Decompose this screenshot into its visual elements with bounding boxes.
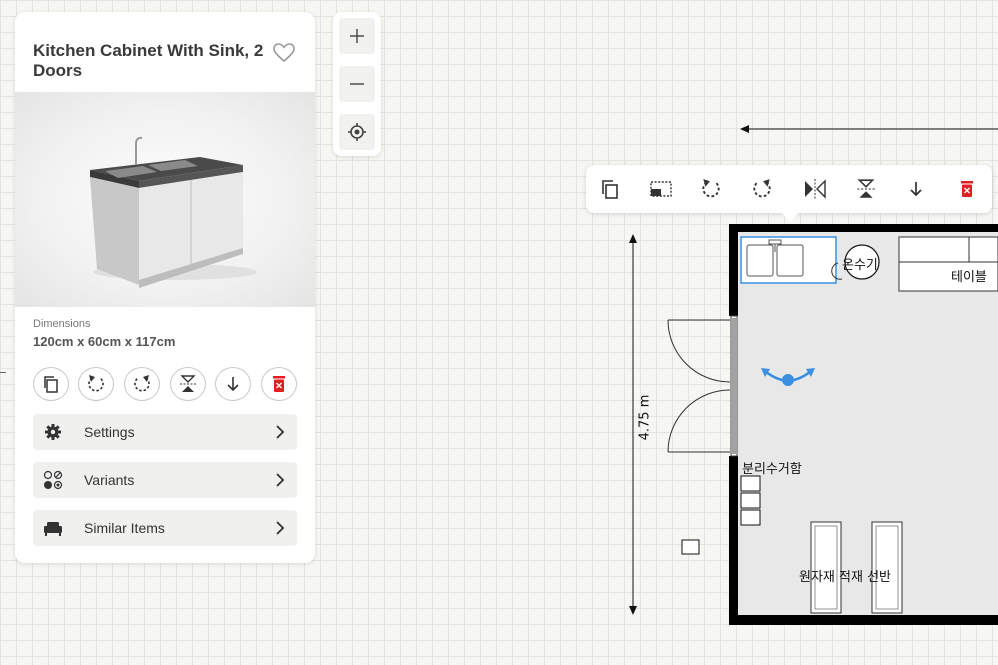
delete-button[interactable] bbox=[261, 367, 297, 401]
dimension-label: 4.75 m bbox=[637, 394, 653, 441]
heart-icon bbox=[273, 43, 295, 63]
label-shelves: 원자재 적재 선반 bbox=[799, 570, 891, 585]
flip-vertical-icon bbox=[180, 375, 196, 392]
variants-icon bbox=[43, 470, 63, 490]
arrow-down-icon bbox=[227, 377, 239, 392]
chevron-right-icon bbox=[276, 521, 285, 535]
label-water-heater: 온수기 bbox=[842, 258, 878, 273]
toolbar-flip-horizontal-button[interactable] bbox=[800, 175, 830, 203]
ruler-tick bbox=[0, 372, 6, 373]
arrow-down-icon bbox=[910, 182, 922, 197]
minus-icon bbox=[350, 83, 364, 85]
crosshair-icon bbox=[348, 123, 366, 141]
label-recycling: 분리수거함 bbox=[742, 462, 802, 477]
variants-menu-item[interactable]: Variants bbox=[33, 462, 297, 498]
chevron-right-icon bbox=[276, 425, 285, 439]
sofa-icon bbox=[44, 522, 62, 536]
variants-label: Variants bbox=[84, 472, 135, 488]
similar-items-menu-item[interactable]: Similar Items bbox=[33, 510, 297, 546]
rotate-right-icon bbox=[753, 179, 771, 198]
toolbar-select-area-button[interactable] bbox=[646, 175, 676, 203]
move-down-button[interactable] bbox=[215, 367, 251, 401]
dimensions-label: Dimensions bbox=[33, 318, 91, 330]
zoom-controls bbox=[333, 12, 381, 156]
trash-icon bbox=[273, 376, 285, 392]
dimensions-value: 120cm x 60cm x 117cm bbox=[33, 334, 176, 349]
trash-icon bbox=[961, 181, 973, 197]
rotate-left-icon bbox=[702, 179, 720, 198]
settings-menu-item[interactable]: Settings bbox=[33, 414, 297, 450]
toolbar-delete-button[interactable] bbox=[952, 175, 982, 203]
locate-button[interactable] bbox=[339, 114, 375, 150]
settings-label: Settings bbox=[84, 424, 135, 440]
zoom-out-button[interactable] bbox=[339, 66, 375, 102]
flip-horizontal-icon bbox=[805, 179, 826, 199]
rotate-left-button[interactable] bbox=[78, 367, 114, 401]
item-preview-image bbox=[15, 92, 315, 307]
item-actions bbox=[33, 367, 297, 401]
rotate-left-icon bbox=[88, 375, 104, 392]
object-toolbar bbox=[586, 165, 992, 222]
toolbar-move-down-button[interactable] bbox=[901, 175, 931, 203]
duplicate-button[interactable] bbox=[33, 367, 69, 401]
label-table: 테이블 bbox=[951, 270, 987, 285]
favorite-button[interactable] bbox=[273, 43, 297, 65]
zoom-in-button[interactable] bbox=[339, 18, 375, 54]
item-title: Kitchen Cabinet With Sink, 2 Doors bbox=[33, 41, 264, 80]
similar-items-label: Similar Items bbox=[84, 520, 165, 536]
rotate-right-icon bbox=[134, 375, 150, 392]
select-area-icon bbox=[650, 181, 672, 197]
gear-icon bbox=[45, 424, 61, 440]
copy-icon bbox=[44, 376, 58, 393]
toolbar-rotate-left-button[interactable] bbox=[696, 175, 726, 203]
rotate-right-button[interactable] bbox=[124, 367, 160, 401]
flip-vertical-button[interactable] bbox=[170, 367, 206, 401]
toolbar-rotate-right-button[interactable] bbox=[747, 175, 777, 203]
sink-cabinet-render bbox=[90, 136, 257, 288]
copy-icon bbox=[602, 180, 618, 199]
plus-icon bbox=[350, 29, 364, 43]
toolbar-copy-button[interactable] bbox=[595, 175, 625, 203]
toolbar-flip-vertical-button[interactable] bbox=[851, 175, 881, 203]
flip-vertical-icon bbox=[857, 179, 875, 198]
item-details-panel: Kitchen Cabinet With Sink, 2 Doors bbox=[15, 12, 315, 563]
chevron-right-icon bbox=[276, 473, 285, 487]
